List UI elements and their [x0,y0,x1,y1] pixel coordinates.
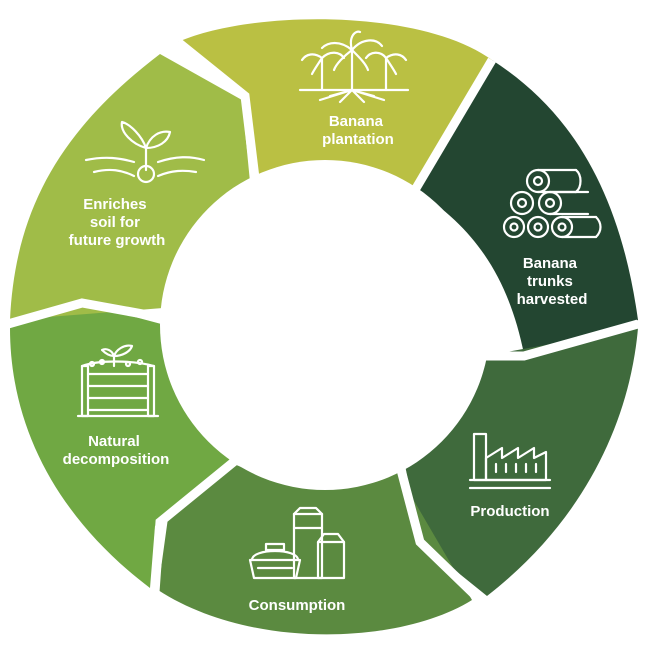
banana-trees-icon [298,30,410,104]
label-line: Consumption [249,597,346,614]
sprout-icon [84,120,206,184]
segment-natural-decomposition [10,303,238,588]
food-packaging-icon [248,506,346,580]
label-natural-decomposition: Natural decomposition [63,433,170,468]
segment-dividers [6,38,640,604]
label-line: Banana [329,113,384,130]
label-line: trunks [527,273,573,290]
label-banana-trunks-harvested: Banana trunks harvested [517,255,588,308]
label-banana-plantation: Banana plantation [322,113,394,148]
segment-enriches-soil [10,54,250,320]
log-pile-icon [502,168,602,239]
compost-bin-icon [76,344,160,418]
label-line: future growth [69,232,166,249]
label-consumption: Consumption [249,597,346,614]
segment-banana-plantation [178,19,492,191]
segment-consumption [158,463,472,635]
label-line: Enriches [83,196,146,213]
label-line: soil for [90,214,140,231]
label-line: harvested [517,291,588,308]
center-hole [160,160,490,490]
label-line: Production [470,503,549,520]
label-line: Banana [523,255,578,272]
segment-banana-trunks-harvested [415,60,638,354]
label-line: decomposition [63,451,170,468]
label-enriches-soil: Enriches soil for future growth [69,196,166,249]
factory-icon [468,432,552,490]
label-line: Natural [88,433,140,450]
label-production: Production [470,503,549,520]
segment-production [405,328,638,596]
label-line: plantation [322,131,394,148]
